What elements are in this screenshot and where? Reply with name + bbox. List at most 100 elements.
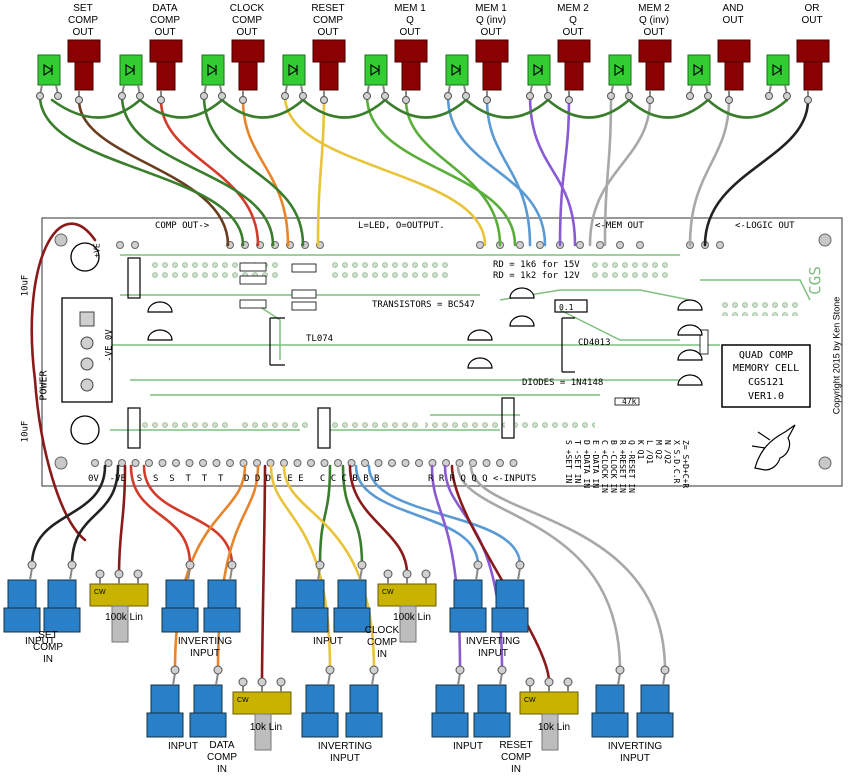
- output-jack-icon[interactable]: [149, 39, 183, 104]
- output-jack-icon[interactable]: [475, 39, 509, 104]
- transistors-note: TRANSISTORS = BC547: [372, 300, 475, 310]
- output-module-3: [200, 39, 265, 104]
- output-label-1-line1: SET: [73, 3, 93, 14]
- output-jack-icon[interactable]: [557, 39, 591, 104]
- output-label-4-line1: RESET: [311, 3, 345, 14]
- power-wire: [30, 222, 97, 542]
- transistor-icon: [509, 287, 535, 299]
- potentiometer-icon[interactable]: CW: [377, 569, 437, 643]
- output-label-2-line3: OUT: [154, 27, 176, 38]
- group-title-line2: COMP: [367, 637, 397, 648]
- title-box-line-1: QUAD COMP: [738, 350, 794, 361]
- pot-cw-label: CW: [524, 697, 536, 704]
- cap-10uf-bottom: 10uF: [20, 420, 31, 443]
- output-jack-icon[interactable]: [231, 39, 265, 104]
- group-title-line2: COMP: [501, 752, 531, 763]
- output-jack-icon[interactable]: [638, 39, 672, 104]
- ve-pos-label: +VE: [92, 243, 102, 258]
- output-label-3-line1: CLOCK: [229, 3, 265, 14]
- transistor-icon: [677, 374, 703, 386]
- output-module-5: [363, 39, 428, 104]
- cgs-logo: CGS: [805, 266, 825, 295]
- potentiometer-icon[interactable]: CW: [519, 677, 579, 751]
- output-jack-icon[interactable]: [394, 39, 428, 104]
- led-wire-5: [365, 94, 517, 247]
- bottom-pins-mid: D D D E E E C C C B B B: [244, 474, 380, 484]
- group-title-line3: IN: [511, 764, 521, 775]
- input-jack-icon[interactable]: [431, 665, 469, 738]
- output-jack-icon[interactable]: [796, 39, 830, 104]
- inverting-jack-icon[interactable]: [491, 560, 529, 633]
- potentiometer-icon[interactable]: CW: [89, 569, 149, 643]
- inverting-label-line1: INVERTING: [317, 741, 373, 752]
- rd-note-2: RD = 1k2 for 12V: [493, 271, 580, 281]
- potentiometer-icon[interactable]: CW: [232, 677, 292, 751]
- inverting-jack-icon[interactable]: [345, 665, 383, 738]
- jack-wire-10: [703, 98, 810, 247]
- transistor-icon: [467, 329, 493, 341]
- top-output-panel: [36, 39, 830, 104]
- output-label-1-line2: COMP: [68, 15, 98, 26]
- group-title-line1: CLOCK: [364, 625, 400, 636]
- inverting-label-line1: INVERTING: [607, 741, 663, 752]
- transistor-icon: [677, 324, 703, 336]
- input-wire: [354, 464, 480, 567]
- output-module-1: [36, 39, 101, 104]
- output-module-2: [118, 39, 183, 104]
- input-wire: [367, 464, 522, 567]
- group-title-line2: COMP: [207, 752, 237, 763]
- bottom-pins-left: 0V -VE S S S T T T: [88, 474, 224, 484]
- output-label-1-line3: OUT: [72, 27, 94, 38]
- bottom-input-panel: CW CW CW CW: [3, 560, 674, 751]
- output-label-2-line1: DATA: [152, 3, 178, 14]
- pot-wiper-wire: [260, 464, 267, 684]
- output-label-9-line2: OUT: [722, 15, 744, 26]
- inverting-jack-icon[interactable]: [161, 560, 199, 633]
- input-jack-icon[interactable]: [473, 665, 511, 738]
- output-label-10-line2: OUT: [801, 15, 823, 26]
- inverting-jack-icon[interactable]: [636, 665, 674, 738]
- input-jack-icon[interactable]: [291, 560, 329, 633]
- c01-label: 0.1: [559, 303, 574, 312]
- led-wire-7: [528, 94, 577, 247]
- led-icon: [444, 54, 470, 100]
- output-module-9: [686, 39, 751, 104]
- input-jack-icon[interactable]: [43, 560, 81, 633]
- pot-cw-label: CW: [382, 589, 394, 596]
- legend-item-14: Z= S+D+C+R: [681, 440, 690, 489]
- input-jack-icon[interactable]: [333, 560, 371, 633]
- output-jack-icon[interactable]: [67, 39, 101, 104]
- ground-chain-wire: [50, 98, 789, 119]
- cap-10uf-top: 10uF: [20, 274, 31, 297]
- diodes-note: DIODES = 1N4148: [522, 378, 604, 388]
- inverting-jack-icon[interactable]: [301, 665, 339, 738]
- output-jack-icon[interactable]: [312, 39, 346, 104]
- jack-wire-3: [241, 98, 290, 247]
- led-wire-2: [120, 94, 275, 247]
- inverting-jack-icon[interactable]: [591, 665, 629, 738]
- output-label-6-line1: MEM 1: [475, 3, 507, 14]
- jack-wire-1: [77, 98, 230, 247]
- output-jack-icon[interactable]: [717, 39, 751, 104]
- mem-out-label: <-MEM OUT: [595, 221, 644, 231]
- led-wire-1: [38, 94, 245, 247]
- input-wire: [30, 464, 107, 567]
- inverting-label-line2: INPUT: [620, 753, 650, 764]
- input-jack-icon[interactable]: [189, 665, 227, 738]
- output-label-8-line1: MEM 2: [638, 3, 670, 14]
- inverting-jack-icon[interactable]: [449, 560, 487, 633]
- input-wire: [129, 464, 192, 567]
- led-icon: [281, 54, 307, 100]
- output-label-2-line2: COMP: [150, 15, 180, 26]
- output-label-3-line3: OUT: [236, 27, 258, 38]
- output-label-6-line3: OUT: [480, 27, 502, 38]
- input-jack-icon[interactable]: [3, 560, 41, 633]
- input-jack-icon[interactable]: [146, 665, 184, 738]
- output-label-7-line3: OUT: [562, 27, 584, 38]
- input-group-2: CW: [291, 560, 529, 643]
- output-module-10: [765, 39, 830, 104]
- inverting-jack-icon[interactable]: [203, 560, 241, 633]
- transistor-icon: [147, 301, 173, 313]
- jack-wire-5: [404, 98, 502, 247]
